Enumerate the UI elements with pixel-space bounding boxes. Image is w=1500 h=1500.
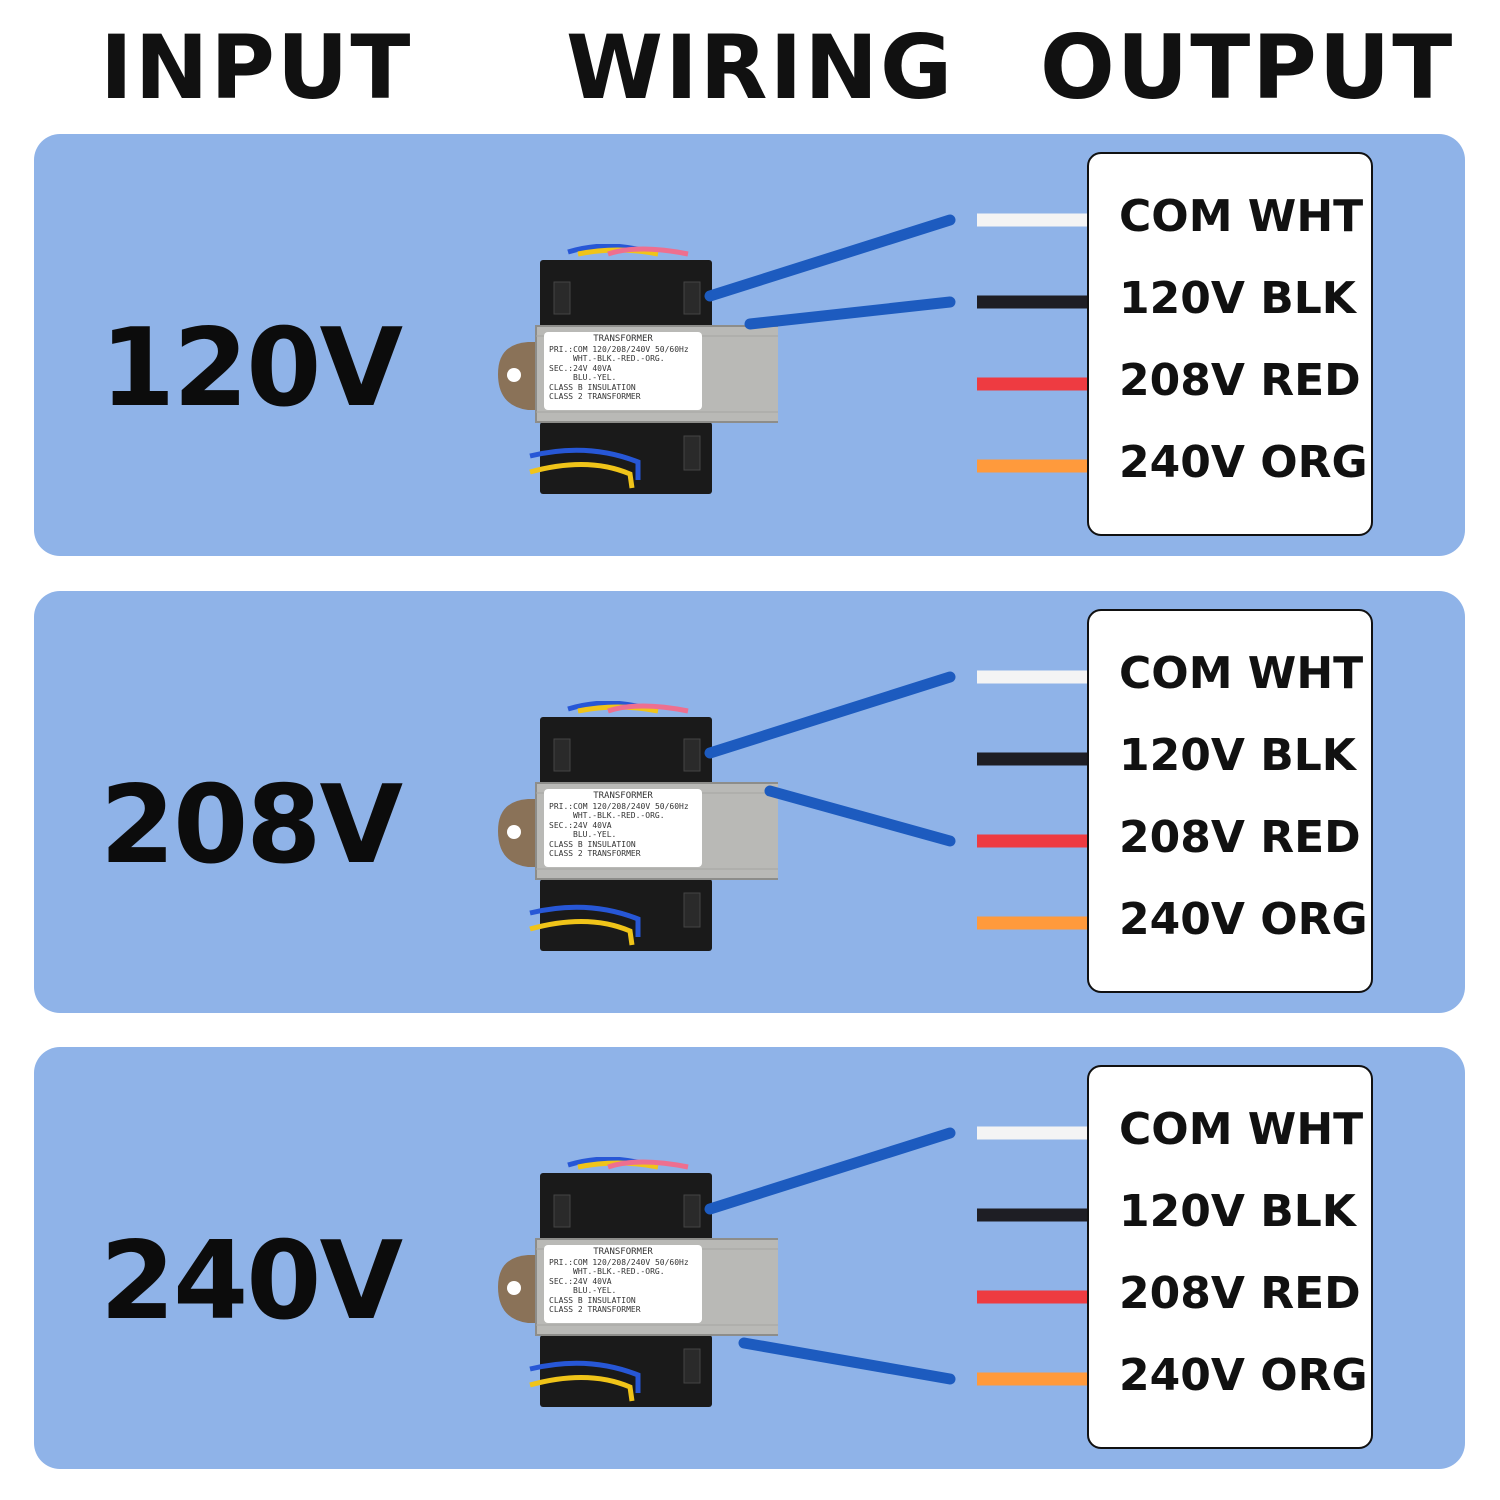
nameplate-line: TRANSFORMER <box>593 334 653 344</box>
input-voltage-label: 240V <box>100 1219 403 1344</box>
output-terminal-box: COM WHT 120V BLK 208V RED 240V ORG <box>1087 1065 1373 1449</box>
wiring-panel-120v: 120V <box>34 134 1465 556</box>
nameplate-line: WHT.-BLK.-RED.-ORG. <box>573 811 665 820</box>
transformer-nameplate: TRANSFORMER PRI.:COM 120/208/240V 50/60H… <box>544 789 702 867</box>
nameplate-line: SEC.:24V 40VA <box>549 1276 612 1286</box>
output-label-com: COM WHT <box>1119 648 1364 699</box>
output-label-120v: 120V BLK <box>1119 1186 1356 1237</box>
output-label-240v: 240V ORG <box>1119 1350 1368 1401</box>
nameplate-line: SEC.:24V 40VA <box>549 820 612 830</box>
nameplate-line: TRANSFORMER <box>593 1247 653 1257</box>
wiring-lines <box>704 670 1088 930</box>
output-label-120v: 120V BLK <box>1119 730 1356 781</box>
nameplate-line: PRI.:COM 120/208/240V 50/60Hz <box>549 1257 689 1267</box>
nameplate-line: BLU.-YEL. <box>573 830 617 839</box>
transformer-image: TRANSFORMER PRI.:COM 120/208/240V 50/60H… <box>458 700 783 951</box>
nameplate-line: PRI.:COM 120/208/240V 50/60Hz <box>549 344 689 354</box>
output-label-208v: 208V RED <box>1119 355 1361 406</box>
output-label-208v: 208V RED <box>1119 1268 1361 1319</box>
primary-lead-120v <box>744 296 956 330</box>
input-voltage-label: 208V <box>100 763 403 888</box>
nameplate-line: TRANSFORMER <box>593 791 653 801</box>
primary-lead-208v <box>764 785 956 847</box>
input-voltage-label: 120V <box>100 306 403 431</box>
nameplate-line: CLASS 2 TRANSFORMER <box>549 849 641 858</box>
transformer-image: TRANSFORMER PRI.:COM 120/208/240V 50/60H… <box>458 1156 783 1407</box>
wiring-panel-208v: 208V <box>34 591 1465 1013</box>
nameplate-line: CLASS B INSULATION <box>549 382 636 392</box>
primary-lead-com <box>704 214 956 302</box>
wiring-panel-240v: 240V <box>34 1047 1465 1469</box>
header-output: OUTPUT <box>1040 16 1455 119</box>
nameplate-line: PRI.:COM 120/208/240V 50/60Hz <box>549 801 689 811</box>
wiring-lines <box>704 213 1088 473</box>
output-label-com: COM WHT <box>1119 1104 1364 1155</box>
transformer-nameplate: TRANSFORMER PRI.:COM 120/208/240V 50/60H… <box>544 332 702 410</box>
primary-lead-240v <box>738 1337 956 1385</box>
output-terminal-box: COM WHT 120V BLK 208V RED 240V ORG <box>1087 152 1373 536</box>
output-label-com: COM WHT <box>1119 191 1364 242</box>
primary-lead-com <box>704 671 956 759</box>
nameplate-line: BLU.-YEL. <box>573 1286 617 1295</box>
nameplate-line: WHT.-BLK.-RED.-ORG. <box>573 1267 665 1276</box>
output-label-240v: 240V ORG <box>1119 437 1368 488</box>
header-input: INPUT <box>100 16 413 119</box>
header-wiring: WIRING <box>566 16 955 119</box>
nameplate-line: BLU.-YEL. <box>573 373 617 382</box>
output-label-120v: 120V BLK <box>1119 273 1356 324</box>
output-label-208v: 208V RED <box>1119 812 1361 863</box>
nameplate-line: CLASS 2 TRANSFORMER <box>549 392 641 401</box>
nameplate-line: WHT.-BLK.-RED.-ORG. <box>573 354 665 363</box>
wiring-lines <box>704 1126 1088 1386</box>
nameplate-line: SEC.:24V 40VA <box>549 363 612 373</box>
nameplate-line: CLASS B INSULATION <box>549 839 636 849</box>
transformer-image: TRANSFORMER PRI.:COM 120/208/240V 50/60H… <box>458 243 783 494</box>
primary-lead-com <box>704 1127 956 1215</box>
transformer-nameplate: TRANSFORMER PRI.:COM 120/208/240V 50/60H… <box>544 1245 702 1323</box>
output-label-240v: 240V ORG <box>1119 894 1368 945</box>
nameplate-line: CLASS 2 TRANSFORMER <box>549 1305 641 1314</box>
output-terminal-box: COM WHT 120V BLK 208V RED 240V ORG <box>1087 609 1373 993</box>
nameplate-line: CLASS B INSULATION <box>549 1295 636 1305</box>
